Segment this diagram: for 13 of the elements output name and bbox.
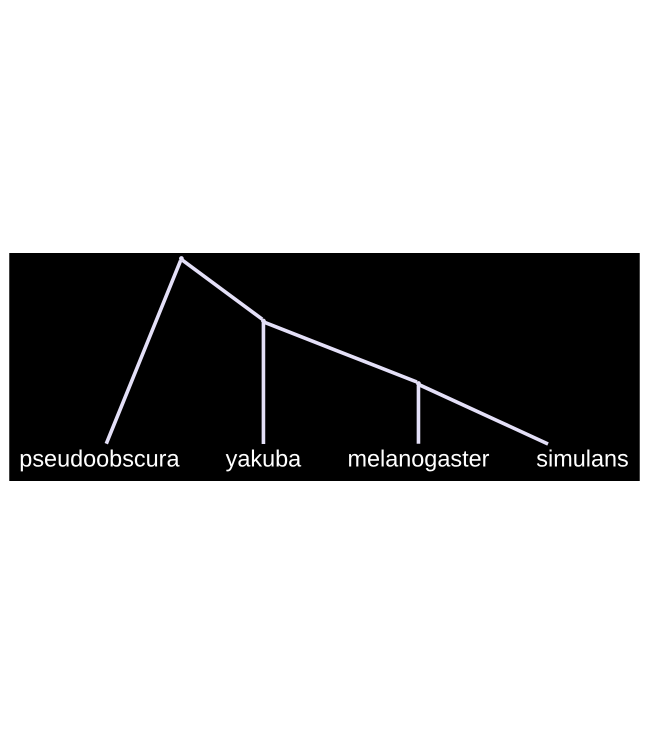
connector <box>104 259 182 444</box>
node-text: simulans <box>536 444 629 471</box>
connector <box>419 382 549 446</box>
connector <box>416 384 420 444</box>
node-text: pseudoobscura <box>19 444 180 471</box>
node-point <box>179 256 184 260</box>
node-text: yakuba <box>226 444 302 471</box>
connector <box>262 322 266 444</box>
node-point <box>416 380 421 386</box>
node-text: melanogaster <box>348 444 490 471</box>
node-point <box>261 318 266 323</box>
connector <box>264 320 418 384</box>
connector <box>182 258 264 320</box>
